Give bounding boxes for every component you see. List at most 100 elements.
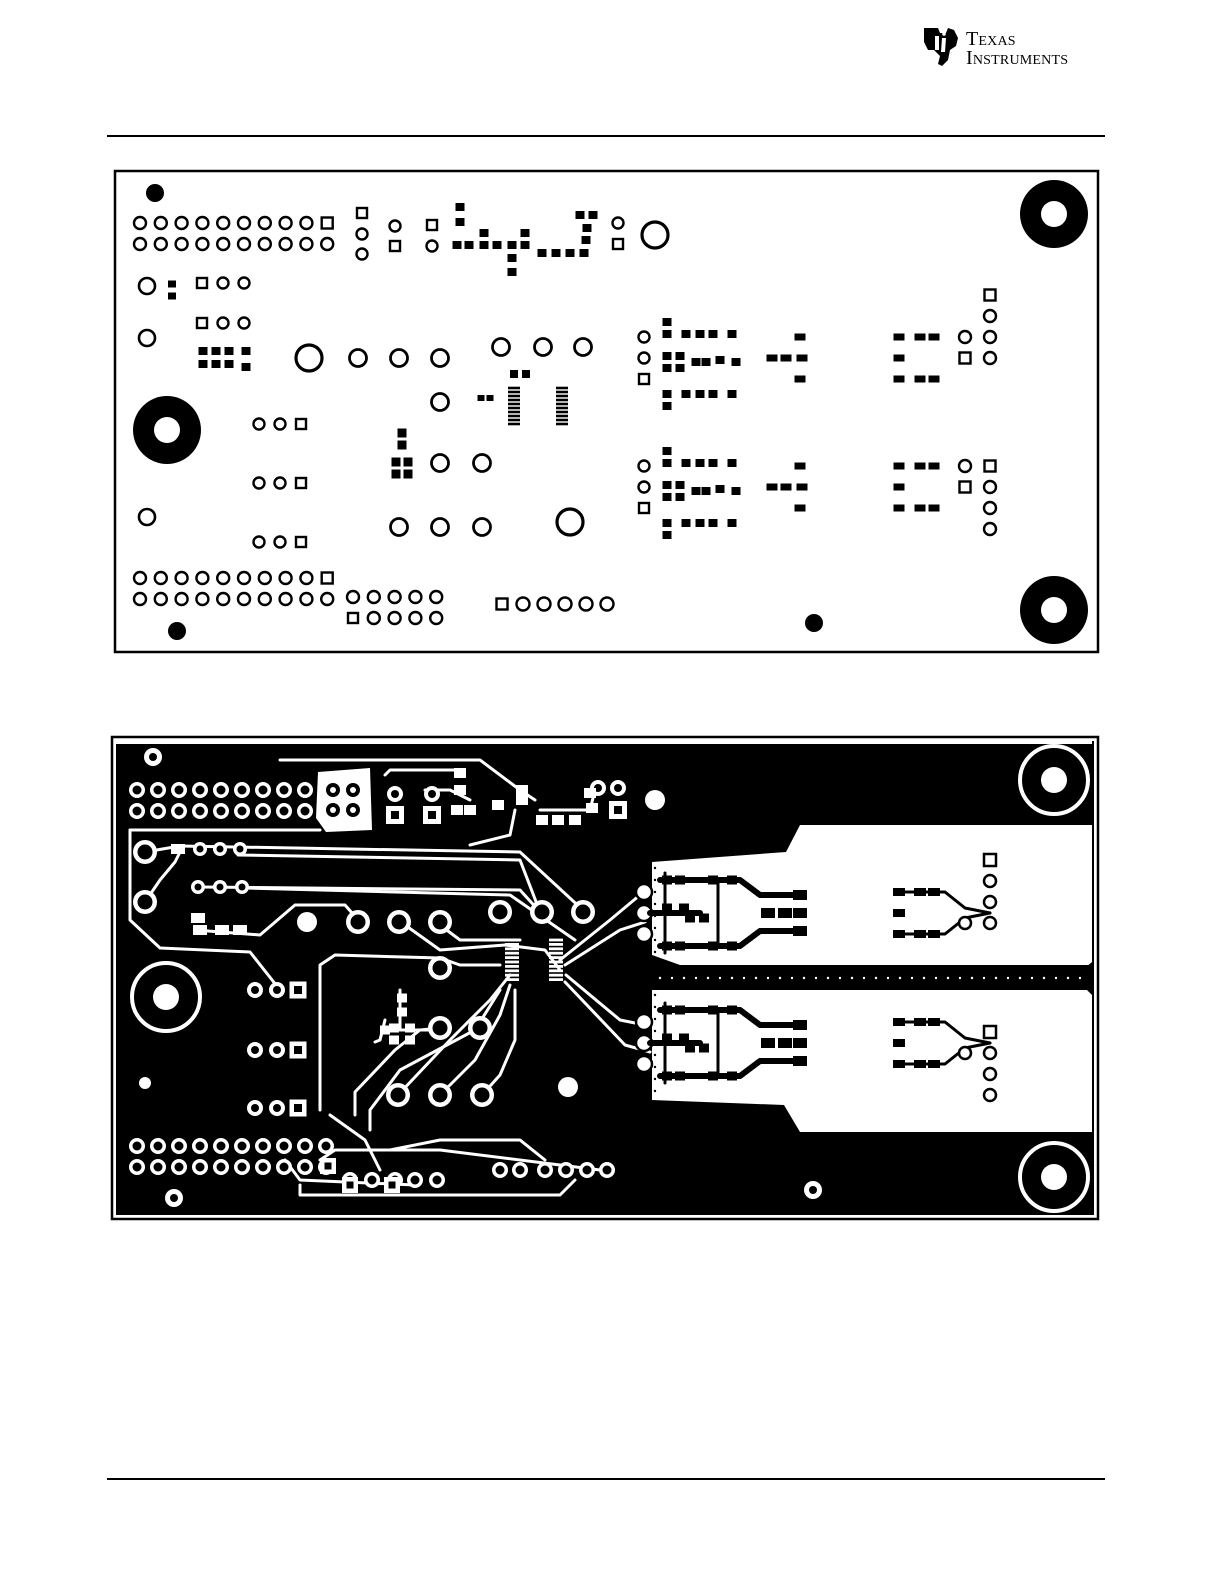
via-ring (259, 217, 271, 229)
via-ring (368, 612, 380, 624)
square-pad (348, 613, 358, 623)
smd-pad (894, 334, 905, 341)
smd-pad (795, 376, 806, 383)
smd-pad (894, 505, 905, 512)
solid-pad (217, 1142, 226, 1151)
solid-pad (239, 884, 246, 891)
solid-pad (654, 927, 656, 929)
solid-pad (391, 1088, 406, 1103)
smd-pad (682, 330, 691, 338)
smd-pad (549, 947, 563, 950)
smd-pad (709, 330, 718, 338)
solid-pad (935, 977, 937, 979)
square-pad (296, 478, 306, 488)
solid-pad (259, 786, 268, 795)
via-ring (176, 572, 188, 584)
smd-pad (728, 330, 737, 338)
via-ring (134, 238, 146, 250)
smd-pad (505, 969, 519, 972)
smd-pad (549, 978, 563, 981)
smd-pad (584, 788, 596, 798)
solid-pad (237, 846, 244, 853)
smd-pad (929, 334, 940, 341)
tht-pad (984, 875, 996, 887)
via-ring (601, 598, 614, 611)
solid-pad (411, 1176, 420, 1185)
via-ring (280, 572, 292, 584)
via-ring (357, 249, 368, 260)
solid-pad (138, 845, 153, 860)
via-ring (557, 509, 583, 535)
smd-pad (404, 458, 413, 467)
via-ring (389, 591, 401, 603)
via-ring (275, 537, 286, 548)
via-ring (217, 593, 229, 605)
solid-pad (719, 977, 721, 979)
smd-pad (505, 965, 519, 968)
via-ring (155, 217, 167, 229)
solid-pad (238, 1142, 247, 1151)
smd-pad (676, 481, 685, 489)
smd-pad (797, 484, 808, 491)
square-pad (296, 537, 306, 547)
smd-pad (508, 411, 520, 414)
via-ring (254, 419, 265, 430)
smd-pad (692, 487, 701, 495)
smd-pad (451, 805, 463, 815)
via-ring (139, 509, 155, 525)
via-ring (535, 339, 552, 356)
solid-pad (1041, 201, 1067, 227)
copper-region (316, 768, 372, 832)
via-ring (474, 519, 491, 536)
via-ring (254, 537, 265, 548)
smd-pad (549, 969, 563, 972)
smd-pad (732, 487, 741, 495)
smd-pad (589, 211, 598, 219)
solid-pad (368, 1176, 377, 1185)
via-ring (639, 332, 650, 343)
solid-pad (923, 977, 925, 979)
via-ring (984, 352, 996, 364)
solid-pad (273, 1104, 281, 1112)
smd-pad (464, 805, 476, 815)
smd-pad (893, 1039, 905, 1047)
solid-pad (196, 1142, 205, 1151)
smd-pad (456, 218, 465, 226)
via-ring (639, 353, 650, 364)
solid-pad (911, 977, 913, 979)
solid-pad (695, 977, 697, 979)
smd-pad (576, 211, 585, 219)
solid-pad (541, 1166, 550, 1175)
smd-pad (569, 815, 581, 825)
solid-pad (493, 905, 508, 920)
smd-pad (191, 913, 205, 923)
via-ring (984, 502, 996, 514)
via-ring (347, 591, 359, 603)
smd-pad (614, 806, 622, 814)
solid-pad (217, 846, 224, 853)
tht-pad (984, 1047, 996, 1059)
via-ring (254, 478, 265, 489)
solid-pad (139, 1077, 151, 1089)
smd-pad (549, 939, 563, 942)
solid-pad (654, 1054, 656, 1056)
smd-pad (556, 411, 568, 414)
smd-pad (894, 355, 905, 362)
solid-pad (433, 1021, 448, 1036)
solid-pad (743, 977, 745, 979)
smd-pad (549, 974, 563, 977)
smd-pad (793, 1038, 807, 1048)
solid-pad (654, 1006, 656, 1008)
via-ring (217, 217, 229, 229)
via-ring (134, 593, 146, 605)
smd-pad (732, 358, 741, 366)
smd-pad (505, 974, 519, 977)
via-ring (959, 460, 971, 472)
solid-pad (659, 977, 661, 979)
solid-pad (654, 1018, 656, 1020)
solid-pad (475, 1088, 490, 1103)
smd-pad (663, 447, 672, 455)
smd-pad (716, 356, 725, 364)
smd-pad (508, 391, 520, 394)
via-ring (432, 394, 449, 411)
